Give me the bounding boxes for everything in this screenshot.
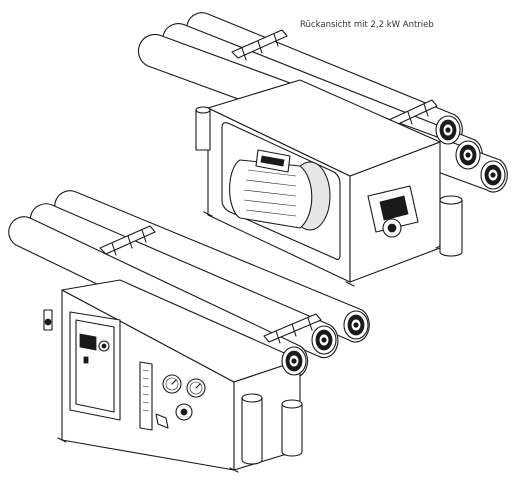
front-filter-1: [241, 393, 263, 465]
rear-endcap-1: [435, 115, 461, 145]
left-valve: [43, 309, 53, 331]
rear-view-unit: [137, 12, 508, 287]
front-view-unit: [8, 190, 370, 473]
rear-pump: [367, 185, 419, 238]
front-endcap-1: [343, 310, 369, 340]
flow-meter: [139, 361, 153, 431]
front-tube-1: [54, 190, 370, 343]
rear-motor: [229, 149, 331, 231]
control-panel-box: [69, 311, 121, 421]
front-clamp-back: [263, 313, 322, 344]
valve-handle: [155, 413, 169, 429]
front-tube-2: [29, 203, 339, 359]
front-filter-2: [281, 399, 303, 457]
front-endcap-2: [311, 325, 337, 355]
front-endcap-3: [281, 346, 307, 376]
rear-filter-right: [439, 195, 463, 257]
rear-endcap-3: [480, 160, 506, 190]
pressure-gauge-2: [186, 378, 206, 398]
regulator-valve: [175, 403, 193, 421]
rear-endcap-2: [455, 140, 481, 170]
view-caption: Rückansicht mit 2,2 kW Antrieb: [300, 20, 434, 30]
pressure-gauge-1: [162, 374, 182, 394]
front-clamp-front: [99, 225, 156, 256]
rear-filter-left: [195, 106, 211, 151]
rear-clamp-front: [231, 29, 288, 61]
